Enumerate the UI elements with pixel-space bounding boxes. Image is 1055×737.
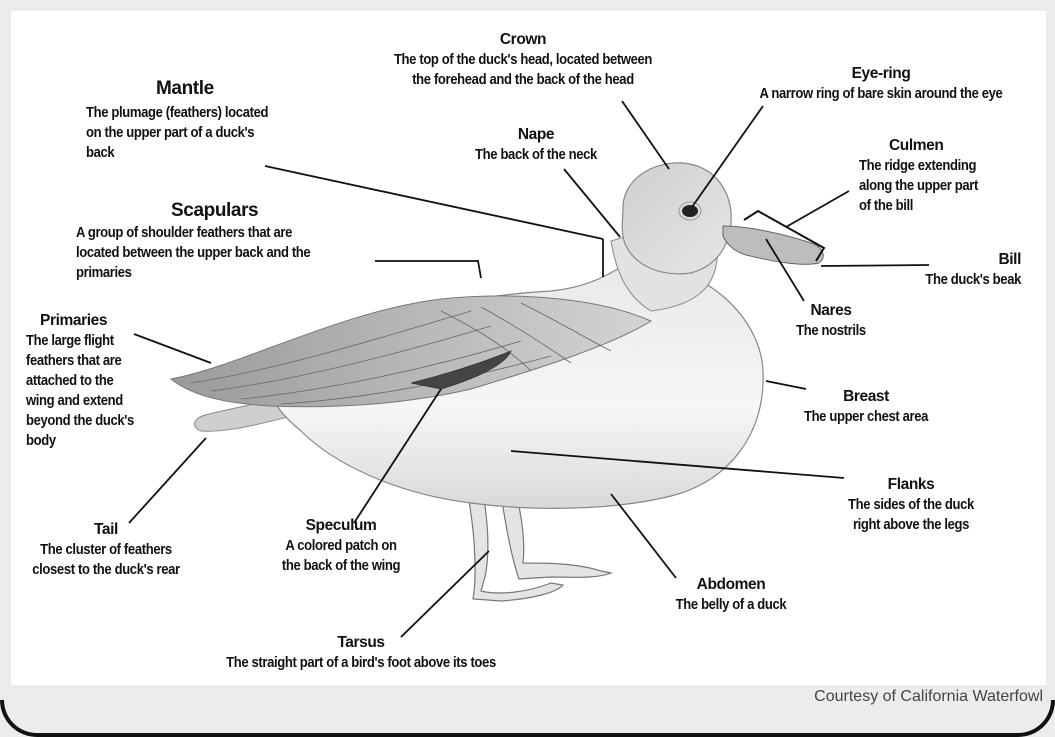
label-mantle: Mantle <box>156 77 214 101</box>
label-scapulars-desc: A group of shoulder feathers that are lo… <box>76 223 310 283</box>
label-scapulars-title: Scapulars <box>171 199 258 223</box>
label-nares-title: Nares <box>771 300 891 321</box>
label-culmen-title: Culmen <box>859 135 991 156</box>
label-nape-desc: The back of the neck <box>464 145 608 165</box>
label-abdomen-desc: The belly of a duck <box>659 595 803 615</box>
label-flanks-title: Flanks <box>826 474 996 495</box>
label-nares-desc: The nostrils <box>777 321 885 341</box>
label-breast: Breast The upper chest area <box>781 386 951 427</box>
duck-bill <box>723 226 823 264</box>
leader-scapulars <box>375 261 481 278</box>
label-abdomen-title: Abdomen <box>651 574 811 595</box>
label-bill: Bill The duck's beak <box>871 249 1021 290</box>
label-mantle-title: Mantle <box>156 77 214 101</box>
label-crown: Crown The top of the duck's head, locate… <box>363 29 683 90</box>
label-nape-title: Nape <box>456 124 616 145</box>
label-speculum-title: Speculum <box>261 515 421 536</box>
label-tail: Tail The cluster of feathers closest to … <box>11 519 201 580</box>
label-speculum-desc: A colored patch on the back of the wing <box>269 536 413 576</box>
label-primaries: Primaries The large flight feathers that… <box>26 310 146 451</box>
label-primaries-desc: The large flight feathers that are attac… <box>26 331 134 451</box>
label-crown-title: Crown <box>363 29 683 50</box>
label-flanks: Flanks The sides of the duck right above… <box>826 474 996 535</box>
leader-nape <box>564 169 620 237</box>
label-tarsus: Tarsus The straight part of a bird's foo… <box>181 632 541 673</box>
label-breast-desc: The upper chest area <box>790 407 943 427</box>
label-scapulars: Scapulars <box>171 199 258 223</box>
leader-culmen <box>786 191 849 227</box>
label-bill-desc: The duck's beak <box>886 270 1021 290</box>
label-eye-ring-desc: A narrow ring of bare skin around the ey… <box>746 84 1016 104</box>
label-primaries-title: Primaries <box>26 310 146 331</box>
image-credit: Courtesy of California Waterfowl <box>814 688 1043 706</box>
label-nape: Nape The back of the neck <box>456 124 616 165</box>
duck-head <box>622 163 731 274</box>
label-culmen: Culmen The ridge extending along the upp… <box>859 135 991 216</box>
leader-eye-ring <box>692 106 763 207</box>
label-breast-title: Breast <box>781 386 951 407</box>
label-nares: Nares The nostrils <box>771 300 891 341</box>
label-eye-ring: Eye-ring A narrow ring of bare skin arou… <box>731 63 1031 104</box>
label-mantle-desc-block: The plumage (feathers) located on the up… <box>86 103 288 163</box>
label-tail-title: Tail <box>11 519 201 540</box>
label-tarsus-desc: The straight part of a bird's foot above… <box>199 653 523 673</box>
label-bill-title: Bill <box>871 249 1021 270</box>
diagram-panel: Mantle The plumage (feathers) located on… <box>11 11 1046 685</box>
label-tarsus-title: Tarsus <box>181 632 541 653</box>
label-tail-desc: The cluster of feathers closest to the d… <box>21 540 192 580</box>
label-scapulars-desc-block: A group of shoulder feathers that are lo… <box>76 223 336 283</box>
label-culmen-desc: The ridge extending along the upper part… <box>859 156 978 216</box>
label-abdomen: Abdomen The belly of a duck <box>651 574 811 615</box>
leader-abdomen <box>611 494 676 578</box>
duck-legs <box>469 493 611 601</box>
label-flanks-desc: The sides of the duck right above the le… <box>835 495 988 535</box>
label-speculum: Speculum A colored patch on the back of … <box>261 515 421 576</box>
label-crown-desc: The top of the duck's head, located betw… <box>379 50 667 90</box>
label-mantle-desc: The plumage (feathers) located on the up… <box>86 103 268 163</box>
leader-crown <box>622 101 669 169</box>
label-eye-ring-title: Eye-ring <box>731 63 1031 84</box>
